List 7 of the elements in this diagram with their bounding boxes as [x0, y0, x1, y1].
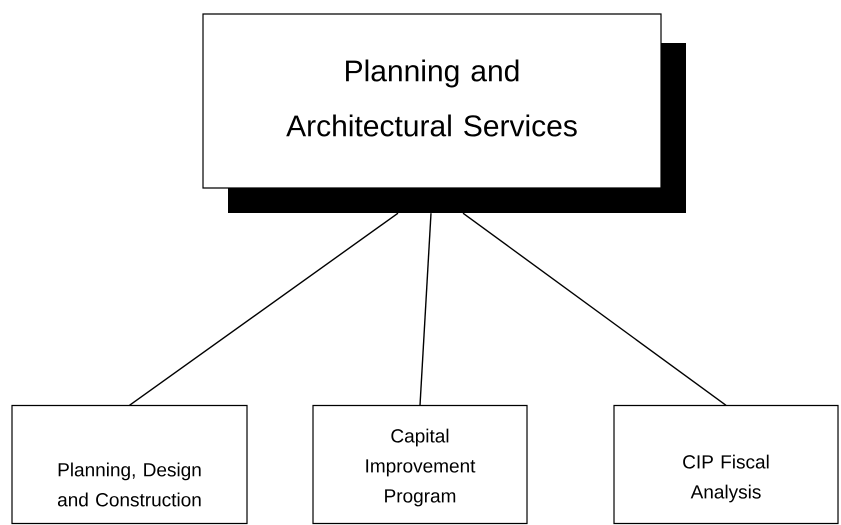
org-box: Capital Improvement Program — [312, 404, 528, 524]
connector-line — [129, 212, 398, 406]
connector-line — [462, 212, 726, 406]
org-box: Planning, Design and Construction — [11, 404, 248, 524]
org-box: Planning and Architectural Services — [202, 13, 686, 213]
org-box: CIP Fiscal Analysis — [613, 404, 839, 524]
connector-line — [419, 213, 432, 406]
